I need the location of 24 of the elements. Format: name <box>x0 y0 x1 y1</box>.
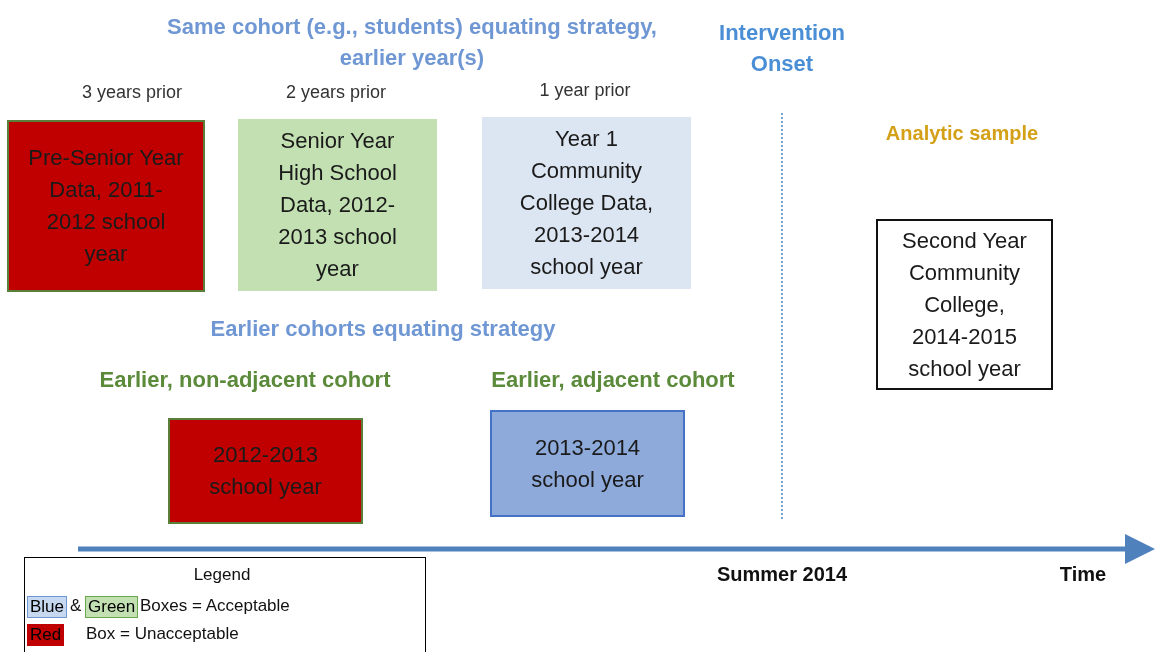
cohort-heading: Earlier, adjacent cohort <box>491 367 735 393</box>
legend-text: Box = Unacceptable <box>86 624 239 644</box>
period-box: 2013-2014 school year <box>490 410 685 517</box>
date-label: Summer 2014 <box>716 563 848 586</box>
period-box: Senior Year High School Data, 2012-2013 school year <box>238 119 437 291</box>
axis-label: Time <box>1059 563 1107 586</box>
legend-text: Boxes = Acceptable <box>140 596 290 616</box>
period-box: Pre-Senior Year Data, 2011-2012 school year <box>7 120 205 292</box>
legend-key: Red <box>27 624 65 646</box>
strategy-heading: Earlier cohorts equating strategy <box>210 316 556 342</box>
period-box: 2012-2013 school year <box>168 418 363 524</box>
legend-title: Legend <box>193 565 251 585</box>
cohort-heading: Earlier, non-adjacent cohort <box>99 367 391 393</box>
period-label: 1 year prior <box>539 80 631 101</box>
legend-key: Blue <box>27 596 68 618</box>
period-box: Second Year Community College, 2014-2015 school year <box>876 219 1053 390</box>
period-label: 3 years prior <box>82 82 182 103</box>
strategy-heading: Same cohort (e.g., students) equating strategy, earlier year(s) <box>166 13 658 72</box>
onset-heading: Intervention Onset <box>718 19 846 78</box>
period-label: 2 years prior <box>286 82 386 103</box>
period-box: Year 1 Community College Data, 2013-2014 school year <box>482 117 691 289</box>
legend-text: & <box>70 596 82 616</box>
legend-key: Green <box>85 596 139 618</box>
sample-heading: Analytic sample <box>885 122 1039 145</box>
